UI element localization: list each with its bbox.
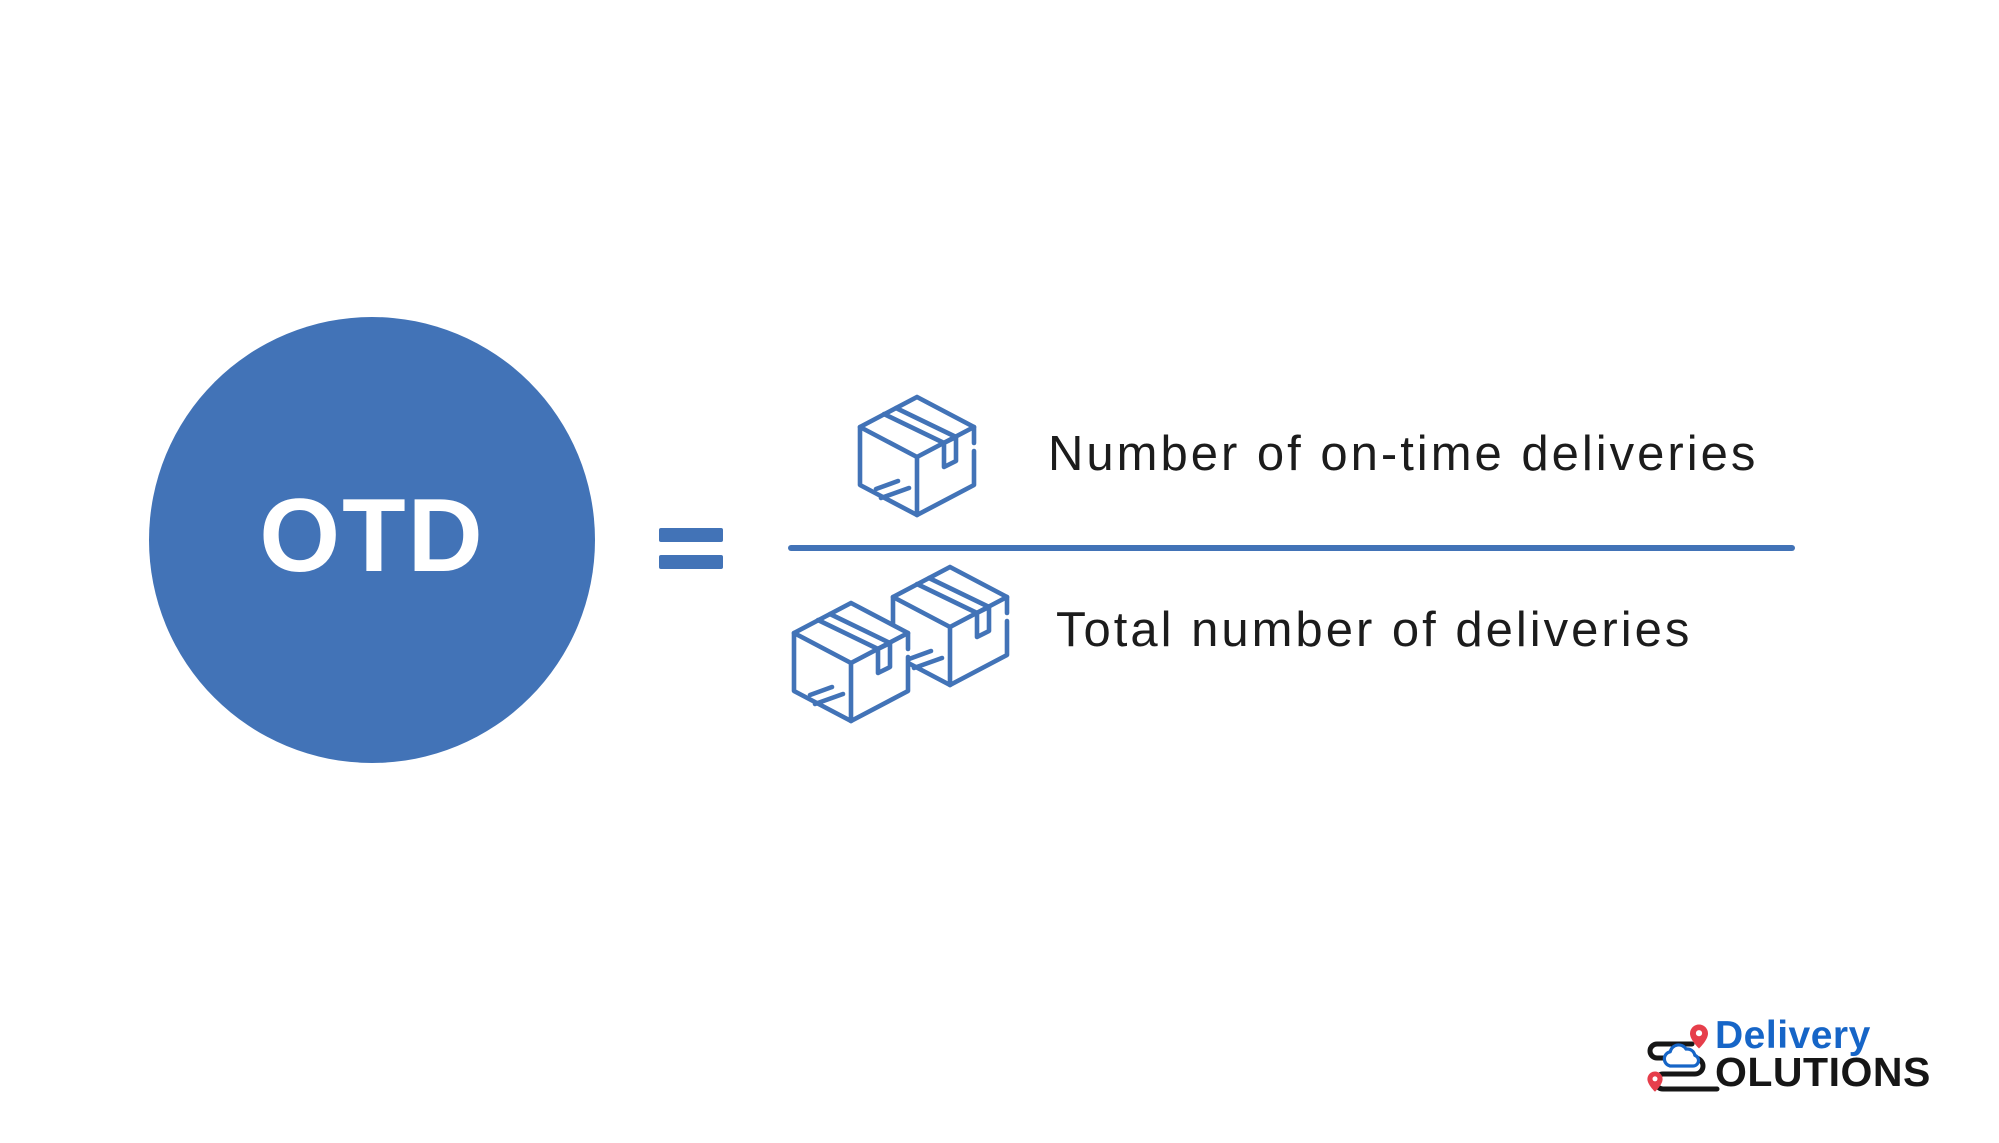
location-pin-icon (1647, 1071, 1663, 1092)
delivery-solutions-logo: Delivery OLUTIONS (1645, 1013, 1950, 1115)
two-package-boxes-icon (790, 564, 1010, 724)
location-pin-icon (1690, 1024, 1708, 1049)
package-box-icon (851, 391, 983, 521)
equals-bar-bottom (659, 555, 723, 569)
route-s-icon (1647, 1024, 1720, 1092)
otd-circle: OTD (149, 317, 595, 763)
otd-label: OTD (259, 478, 485, 594)
logo-text-delivery: Delivery (1715, 1014, 1871, 1057)
denominator-label: Total number of deliveries (1056, 603, 1693, 657)
equals-sign (659, 528, 723, 569)
fraction-line (788, 545, 1795, 551)
numerator-label: Number of on-time deliveries (1048, 427, 1759, 481)
logo-text-olutions: OLUTIONS (1715, 1049, 1931, 1095)
equals-bar-top (659, 528, 723, 542)
cloud-icon (1662, 1043, 1701, 1068)
